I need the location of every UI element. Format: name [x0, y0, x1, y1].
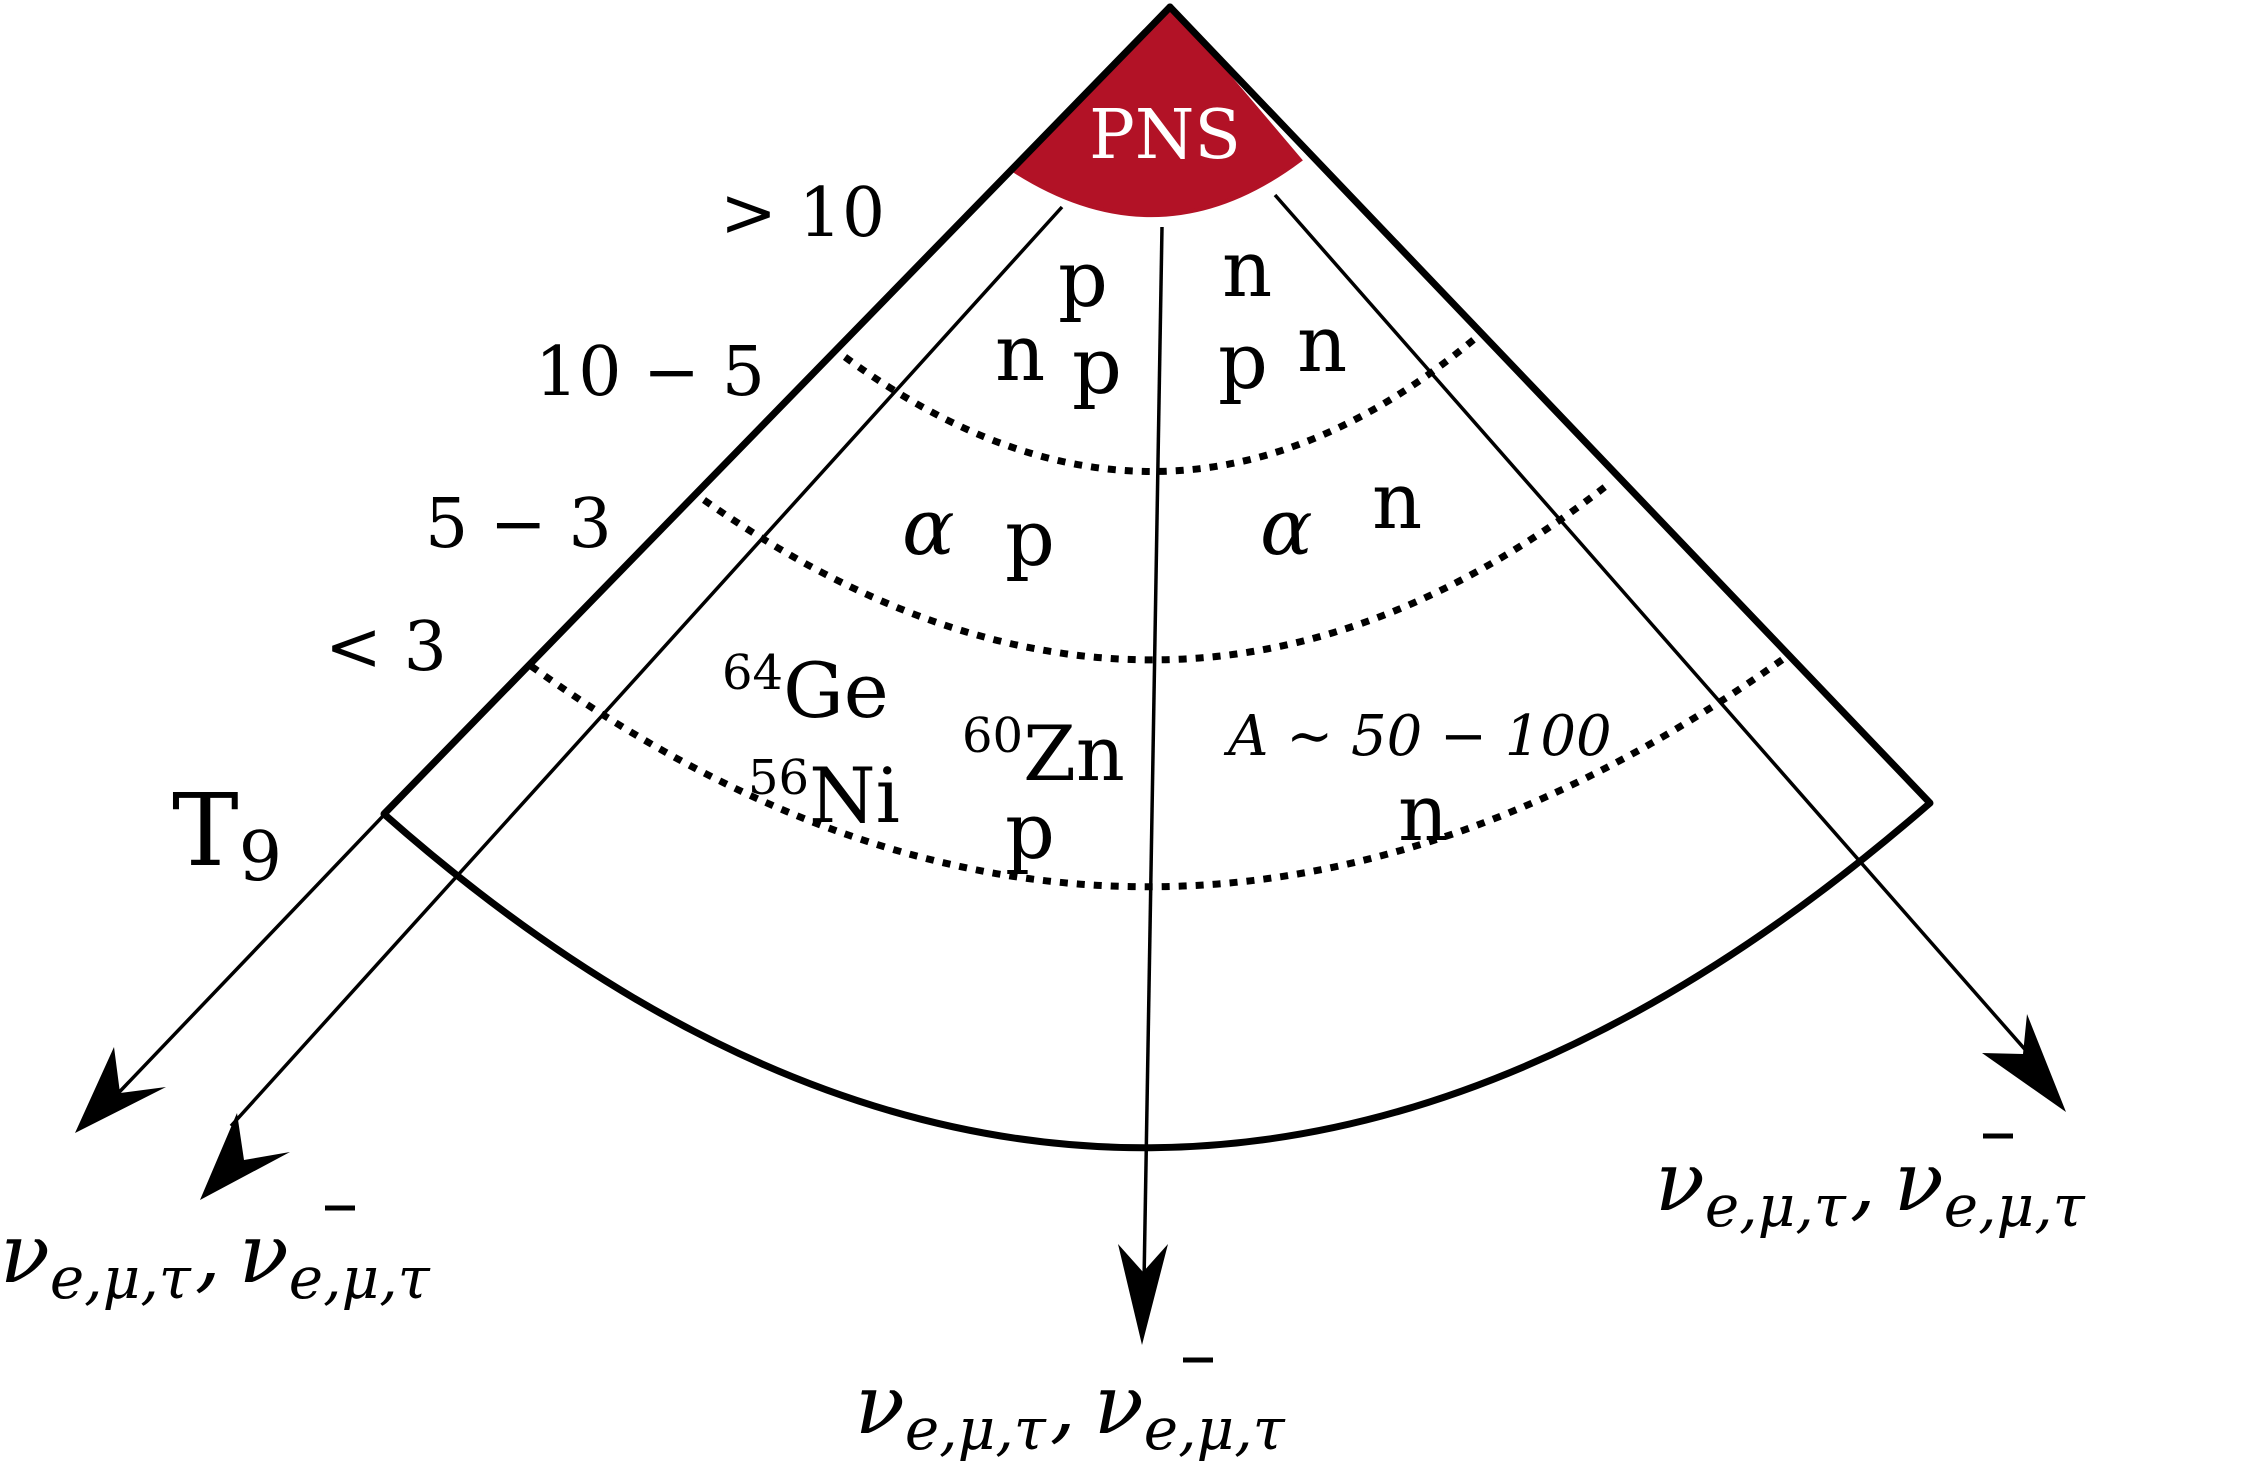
zone3-left-proton: p: [1005, 494, 1055, 584]
cone-left-edge: [380, 3, 1174, 818]
arrowhead-center: [1118, 1244, 1168, 1345]
zone2-left-neutron: n: [995, 309, 1045, 399]
zone4-neutron: n: [1398, 769, 1448, 859]
arrowhead-left-inner: [200, 1113, 290, 1200]
temperature-axis-label: T9: [172, 772, 282, 897]
nucleus-ni56: 56Ni: [748, 750, 900, 840]
zone3-left-alpha: α: [902, 483, 955, 573]
zone1-neutron: n: [1222, 225, 1272, 315]
arrowhead-left-outer: [75, 1047, 166, 1133]
neutrino-line-left-outer: [104, 746, 450, 1108]
neutrino-label-center: νe,μ,τ,νe,μ,τ: [855, 1358, 1286, 1463]
zone2-left-proton: p: [1072, 322, 1122, 412]
nucleus-ge64: 64Ge: [722, 645, 889, 735]
pns-label: PNS: [1089, 96, 1241, 175]
neutrino-line-center: [1142, 226, 1164, 1283]
boundary-10-5: [842, 333, 1481, 475]
zone1-proton: p: [1058, 235, 1108, 325]
arrowhead-right: [1982, 1014, 2066, 1112]
boundary-3: [528, 654, 1789, 891]
cone-outer-arc: [381, 800, 1933, 1152]
temp-zone-gt10: > 10: [720, 174, 885, 253]
zone3-right-alpha: α: [1260, 483, 1313, 573]
temp-zone-10-5: 10 − 5: [535, 333, 765, 412]
boundary-5-3: [701, 480, 1613, 664]
cone-right-edge: [1166, 3, 1934, 807]
nucleus-zn60: 60Zn: [962, 708, 1125, 798]
neutrino-label-left: νe,μ,τ,νe,μ,τ: [0, 1207, 431, 1312]
neutrino-label-right: νe,μ,τ,νe,μ,τ: [1655, 1135, 2086, 1240]
zone4-mass-range: A ∼ 50 − 100: [1223, 704, 1612, 769]
pns-cap: [1009, 4, 1303, 218]
neutrino-line-left-inner: [229, 205, 1064, 1128]
temp-zone-lt3: < 3: [325, 608, 447, 687]
zone4-proton: p: [1005, 787, 1055, 877]
zone2-right-proton: p: [1218, 317, 1268, 407]
zone3-right-neutron: n: [1372, 457, 1422, 547]
temp-zone-5-3: 5 − 3: [425, 485, 612, 564]
neutrino-line-right: [1273, 193, 2038, 1064]
zone2-right-neutron: n: [1297, 300, 1347, 390]
